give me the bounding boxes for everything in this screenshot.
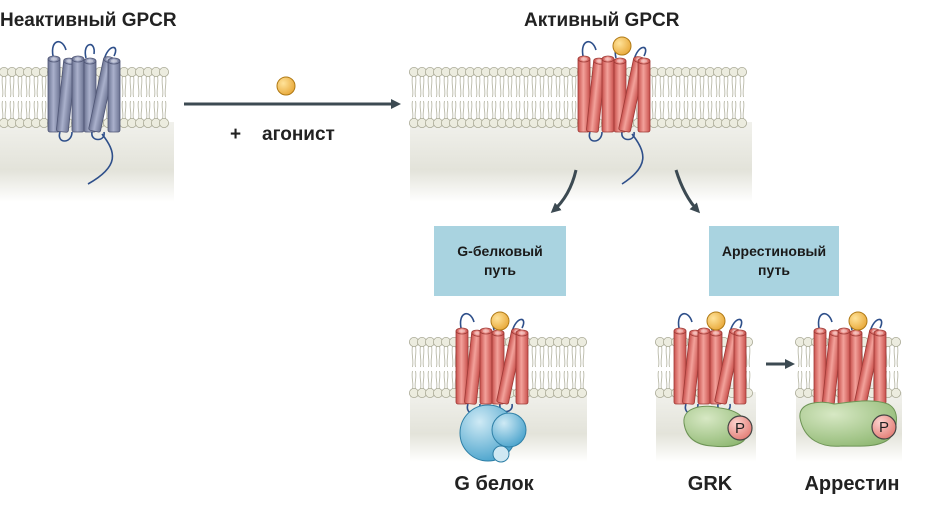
gpcr-receptor-g-protein [455,312,529,414]
active-gpcr-title: Активный GPCR [524,10,680,31]
arrestin-pathway-line1: Аррестиновый [722,243,826,259]
g-protein-complex [459,404,527,463]
arrestin-branch-arrow [674,169,701,214]
plus-sign: + [230,124,241,145]
g-beta-subunit [491,412,527,448]
arrestin-protein [799,400,897,447]
agonist-label: агонист [262,124,335,145]
phosphate-icon-arrestin [871,414,897,440]
agonist-molecule-icon [276,76,296,96]
gpcr-receptor-arrestin [813,312,887,414]
gpcr-receptor-grk [673,312,747,414]
g-protein-branch-arrow [550,169,578,213]
agonist-bound-active-icon [612,36,632,56]
g-protein-label: G белок [454,473,534,495]
arrestin-complex: P [799,400,897,447]
g-protein-pathway-line1: G-белковый [457,243,542,259]
membrane-active [408,67,752,202]
agonist-bound-g-protein-icon [490,311,510,331]
agonist-bound-arrestin-icon [848,311,868,331]
bound-agonists [490,36,868,331]
inactive-gpcr-title: Неактивный GPCR [0,10,177,31]
active-gpcr-receptor [577,40,651,185]
grk-complex: P [683,405,753,448]
g-protein-pathway-box: G-белковый путь [434,226,566,296]
arrestin-pathway-line2: путь [758,262,790,278]
phosphate-label-grk: P [735,420,745,437]
receptors [47,40,887,414]
arrestin-label: Аррестин [804,473,899,495]
g-gamma-subunit [492,445,510,463]
g-protein-pathway-line2: путь [484,262,516,278]
phosphate-label-arrestin: P [879,419,889,436]
inactive-gpcr-receptor [47,40,121,185]
grk-label: GRK [688,473,733,495]
phosphate-icon-grk [727,415,753,441]
agonist-addition: + агонист [184,76,401,145]
arrestin-pathway-box: Аррестиновый путь [709,226,839,296]
agonist-bound-grk-icon [706,311,726,331]
